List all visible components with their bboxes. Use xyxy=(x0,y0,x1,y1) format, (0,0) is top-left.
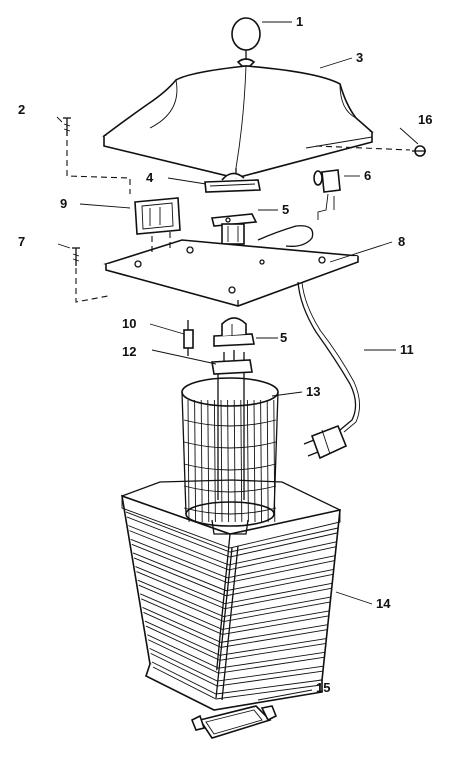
callout-6: 6 xyxy=(364,168,371,183)
screw-bottom-left xyxy=(72,247,109,303)
callout-labels: 1 2 3 4 5 5 6 7 8 9 10 11 12 13 14 15 16 xyxy=(18,14,432,695)
callout-13: 13 xyxy=(306,384,320,399)
wire-connector xyxy=(183,320,194,356)
cage-slat-edge xyxy=(152,666,322,700)
callout-8: 8 xyxy=(398,234,405,249)
cage-slat xyxy=(142,607,328,643)
callout-7: 7 xyxy=(18,234,25,249)
cage-slat-edge xyxy=(129,530,336,571)
bottom-tray xyxy=(190,705,278,739)
electric-grid-cylinder xyxy=(181,372,279,535)
ballast-bracket xyxy=(134,197,181,235)
grid-wire xyxy=(194,399,197,523)
grid-wire xyxy=(266,399,269,523)
callout-10: 10 xyxy=(122,316,136,331)
callout-2: 2 xyxy=(18,102,25,117)
socket-holder-lower xyxy=(213,317,255,347)
grid-wire xyxy=(233,399,236,523)
callout-3: 3 xyxy=(356,50,363,65)
roof-cover xyxy=(102,65,374,179)
leader-lines xyxy=(56,21,419,701)
callout-11: 11 xyxy=(400,342,414,357)
grid-wire xyxy=(227,399,230,523)
cage-slat xyxy=(135,566,333,605)
switch xyxy=(257,169,341,247)
callout-16: 16 xyxy=(418,112,432,127)
power-cord xyxy=(297,281,360,460)
callout-5-upper: 5 xyxy=(282,202,289,217)
uv-tube xyxy=(211,350,253,375)
grid-ring xyxy=(183,419,277,427)
cage-slat xyxy=(137,579,331,618)
cage-slat xyxy=(132,552,334,592)
cage-slat-edge xyxy=(126,516,338,558)
grid-wire xyxy=(246,399,249,523)
cage-slat xyxy=(140,593,330,630)
cage-slat xyxy=(144,620,327,656)
cage-slat xyxy=(125,511,339,553)
cage-slat-edge xyxy=(143,612,327,648)
socket-holder-upper xyxy=(210,213,258,245)
cage-slat-edge xyxy=(133,557,333,597)
grid-ring xyxy=(183,485,277,493)
grid-wire xyxy=(253,399,256,523)
cage-slat xyxy=(130,538,336,579)
mounting-plate xyxy=(103,232,359,307)
grid-wire xyxy=(240,399,243,523)
grid-wire xyxy=(220,399,223,523)
callout-1: 1 xyxy=(296,14,303,29)
callout-9: 9 xyxy=(60,196,67,211)
callout-5-lower: 5 xyxy=(280,330,287,345)
cage-slat-edge xyxy=(131,543,335,584)
socket-cap xyxy=(204,172,261,193)
cage-slat xyxy=(128,525,337,566)
grid-wire xyxy=(260,399,263,523)
grid-wire xyxy=(200,399,203,523)
callout-15: 15 xyxy=(316,680,330,695)
grid-wire xyxy=(187,399,190,523)
grid-wire xyxy=(213,399,216,523)
grid-wire xyxy=(207,399,210,523)
screw-left xyxy=(63,117,131,194)
grid-ring xyxy=(183,463,277,471)
callout-14: 14 xyxy=(376,596,391,611)
outer-cage xyxy=(120,479,341,711)
callout-4: 4 xyxy=(146,170,154,185)
hanging-ring xyxy=(231,17,261,67)
callout-12: 12 xyxy=(122,344,136,359)
screw-right xyxy=(315,145,426,157)
grid-ring xyxy=(183,441,277,449)
grid-ring xyxy=(183,507,277,515)
